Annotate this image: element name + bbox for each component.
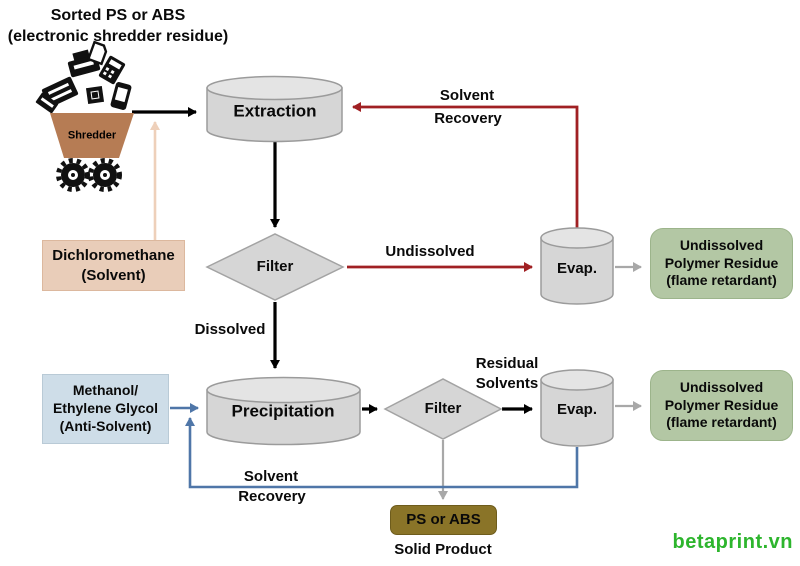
solvent-recovery-top-line2: Recovery xyxy=(434,109,502,127)
filter-top-diamond xyxy=(205,233,345,301)
antisolvent-box-line3: (Anti-Solvent) xyxy=(59,417,152,434)
residual-solvents-line2: Solvents xyxy=(475,374,539,392)
solvent-input-box: Dichloromethane (Solvent) xyxy=(42,240,185,291)
title-line-2: (electronic shredder residue) xyxy=(7,28,229,45)
circuit-board-icon xyxy=(35,92,59,114)
watermark-text: betaprint.vn xyxy=(672,531,793,553)
filter-bottom-label: Filter xyxy=(424,399,462,417)
residue-output-box-top: Undissolved Polymer Residue (flame retar… xyxy=(650,228,793,299)
e-waste-icons xyxy=(35,40,132,114)
product-box: PS or ABS xyxy=(390,505,497,535)
solvent-box-line2: (Solvent) xyxy=(81,266,146,284)
paper-icon xyxy=(86,40,108,66)
solvent-box-line1: Dichloromethane xyxy=(52,247,175,265)
dissolved-label: Dissolved xyxy=(194,320,266,338)
residue-bottom-line2: Polymer Residue xyxy=(664,396,779,413)
chip-icon xyxy=(85,85,105,105)
shredder-label: Shredder xyxy=(67,129,117,142)
evap-top-label: Evap. xyxy=(556,259,598,277)
calculator-icon xyxy=(98,55,126,85)
arrow-solvent-recovery-bottom xyxy=(185,417,579,489)
solvent-recovery-bottom-line2: Recovery xyxy=(238,487,306,505)
evaporator-bottom-cylinder xyxy=(540,369,614,447)
arrow-solvent-recovery-top xyxy=(352,102,579,230)
diagram-title: Sorted PS or ABS (electronic shredder re… xyxy=(8,6,229,48)
evap-bottom-label: Evap. xyxy=(556,400,598,418)
phone-icon xyxy=(110,82,132,110)
residue-output-box-bottom: Undissolved Polymer Residue (flame retar… xyxy=(650,370,793,441)
shredder-illustration xyxy=(35,40,134,192)
residual-solvents-line1: Residual xyxy=(475,354,539,372)
solvent-recovery-bottom-line1: Solvent xyxy=(243,467,299,485)
antisolvent-input-box: Methanol/ Ethylene Glycol (Anti-Solvent) xyxy=(42,374,169,444)
shredder-cart xyxy=(50,113,134,158)
product-box-label: PS or ABS xyxy=(406,511,481,529)
extraction-cylinder xyxy=(206,75,343,143)
residue-top-line1: Undissolved xyxy=(679,236,764,253)
evaporator-top-cylinder xyxy=(540,227,614,305)
antisolvent-box-line1: Methanol/ xyxy=(72,382,139,399)
extraction-label: Extraction xyxy=(233,101,317,121)
gear-wheel-left xyxy=(56,158,90,192)
antisolvent-box-line2: Ethylene Glycol xyxy=(52,400,159,417)
residue-top-line3: (flame retardant) xyxy=(666,272,777,289)
filter-top-label: Filter xyxy=(256,257,294,275)
precipitation-label: Precipitation xyxy=(231,401,335,421)
residue-bottom-line3: (flame retardant) xyxy=(666,414,777,431)
product-caption: Solid Product xyxy=(394,540,492,558)
solvent-recovery-top-line1: Solvent xyxy=(439,86,495,104)
undissolved-label: Undissolved xyxy=(385,242,475,260)
residue-top-line2: Polymer Residue xyxy=(664,254,779,271)
filter-bottom-diamond xyxy=(383,378,503,440)
residue-bottom-line1: Undissolved xyxy=(679,378,764,395)
precipitation-cylinder xyxy=(206,376,361,446)
title-line-1: Sorted PS or ABS xyxy=(50,7,186,25)
gear-wheel-right xyxy=(88,158,122,192)
